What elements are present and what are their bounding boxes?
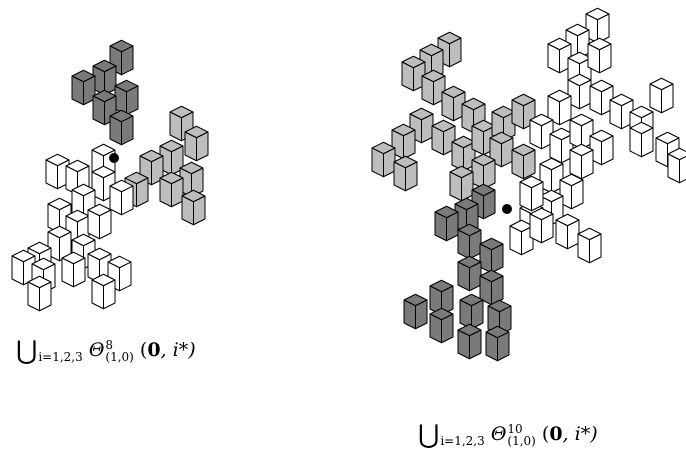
right-cube-tiling (372, 8, 686, 361)
argument-rest: , i*) (161, 339, 196, 361)
theta-subscript: (1,0) (105, 351, 133, 363)
argument-bold-zero: 0 (549, 423, 562, 445)
left-cube-tiling (12, 40, 208, 311)
argument-rest: , i*) (563, 423, 598, 445)
theta-subscript: (1,0) (507, 435, 535, 447)
right-origin-dot (502, 204, 512, 214)
left-origin-dot (109, 153, 119, 163)
theta-symbol: Θ (89, 339, 105, 361)
union-symbol: ⋃ (418, 420, 439, 450)
theta-symbol: Θ (491, 423, 507, 445)
union-symbol: ⋃ (16, 336, 37, 366)
union-index: i=1,2,3 (38, 350, 82, 364)
argument-bold-zero: 0 (147, 339, 160, 361)
union-index: i=1,2,3 (440, 434, 484, 448)
